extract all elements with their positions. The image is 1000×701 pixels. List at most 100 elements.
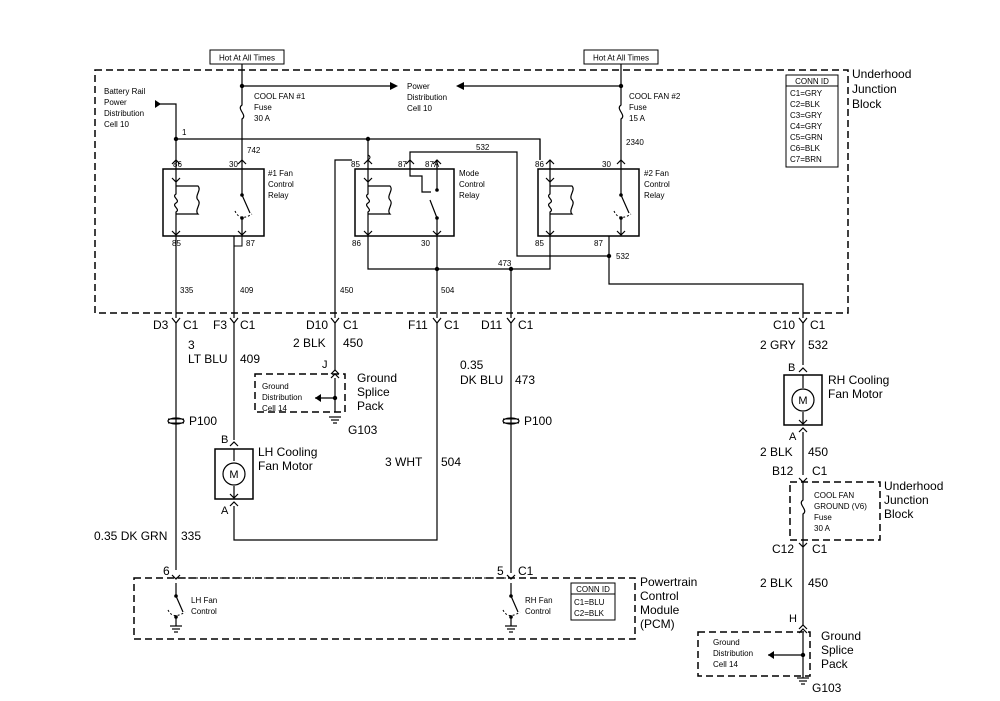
svg-text:85: 85 bbox=[351, 160, 360, 169]
svg-text:Control: Control bbox=[525, 607, 551, 616]
svg-text:C1: C1 bbox=[518, 564, 534, 578]
svg-text:C12: C12 bbox=[772, 542, 794, 556]
battery-rail-arrow-icon bbox=[155, 100, 161, 108]
battery-rail-label: Battery Rail Power Distribution Cell 10 bbox=[104, 87, 146, 129]
ujb-conn-id-table: CONN ID C1=GRY C2=BLK C3=GRY C4=GRY C5=G… bbox=[785, 74, 839, 168]
underhood-junction-block-lower-outline bbox=[789, 481, 881, 541]
cool-fan-2-fuse: COOL FAN #2 Fuse 15 A 2340 bbox=[618, 86, 681, 160]
svg-text:Block: Block bbox=[852, 97, 882, 111]
svg-text:LT BLU: LT BLU bbox=[188, 352, 228, 366]
ground-icon bbox=[329, 416, 341, 424]
svg-text:6: 6 bbox=[163, 564, 170, 578]
svg-text:15 A: 15 A bbox=[629, 114, 646, 123]
svg-text:0.35: 0.35 bbox=[460, 358, 484, 372]
svg-text:Junction: Junction bbox=[884, 493, 929, 507]
cool-fan-1-fuse: COOL FAN #1 Fuse 30 A 742 bbox=[239, 86, 306, 160]
svg-text:H: H bbox=[789, 613, 797, 625]
svg-text:Fan Motor: Fan Motor bbox=[258, 459, 313, 473]
svg-text:C10: C10 bbox=[773, 318, 795, 332]
svg-text:B: B bbox=[788, 362, 795, 374]
svg-text:Splice: Splice bbox=[357, 385, 390, 399]
wire-label-409: 3 LT BLU 409 bbox=[188, 338, 260, 366]
svg-text:409: 409 bbox=[240, 286, 254, 295]
svg-text:G103: G103 bbox=[812, 681, 842, 695]
svg-text:0.35 DK GRN: 0.35 DK GRN bbox=[94, 529, 167, 543]
svg-text:#2 Fan: #2 Fan bbox=[644, 169, 669, 178]
svg-text:D3: D3 bbox=[153, 318, 169, 332]
svg-text:C3=GRY: C3=GRY bbox=[790, 111, 823, 120]
svg-text:LH Fan: LH Fan bbox=[191, 596, 217, 605]
svg-text:Underhood: Underhood bbox=[884, 479, 943, 493]
svg-text:85: 85 bbox=[172, 239, 181, 248]
svg-text:CONN ID: CONN ID bbox=[795, 77, 829, 86]
svg-text:Pack: Pack bbox=[821, 657, 849, 671]
svg-text:Fuse: Fuse bbox=[254, 103, 272, 112]
svg-text:86: 86 bbox=[173, 160, 182, 169]
svg-text:335: 335 bbox=[181, 529, 201, 543]
svg-text:Powertrain: Powertrain bbox=[640, 575, 697, 589]
relay-1-fan-control: 86 30 85 87 #1 Fan Control Relay bbox=[162, 159, 294, 248]
underhood-junction-block-label: Underhood Junction Block bbox=[852, 67, 911, 111]
svg-text:473: 473 bbox=[498, 259, 512, 268]
svg-text:450: 450 bbox=[808, 576, 828, 590]
svg-text:LH Cooling: LH Cooling bbox=[258, 445, 317, 459]
ground-splice-pack-1-label: Ground Splice Pack bbox=[357, 371, 397, 413]
svg-text:(PCM): (PCM) bbox=[640, 617, 675, 631]
svg-text:Relay: Relay bbox=[268, 191, 288, 200]
svg-text:450: 450 bbox=[343, 336, 363, 350]
svg-text:CONN ID: CONN ID bbox=[576, 585, 610, 594]
ground-distribution-label-1: Ground Distribution Cell 14 bbox=[262, 382, 302, 413]
svg-text:Distribution: Distribution bbox=[262, 393, 302, 402]
svg-text:30: 30 bbox=[421, 239, 430, 248]
svg-text:C1=BLU: C1=BLU bbox=[574, 598, 605, 607]
cool-fan-ground-fuse: COOL FAN GROUND (V6) Fuse 30 A bbox=[800, 482, 867, 548]
svg-text:Distribution: Distribution bbox=[407, 93, 447, 102]
svg-text:Cell 14: Cell 14 bbox=[713, 660, 738, 669]
svg-text:C1: C1 bbox=[183, 318, 199, 332]
svg-text:30 A: 30 A bbox=[254, 114, 271, 123]
svg-text:COOL FAN #1: COOL FAN #1 bbox=[254, 92, 306, 101]
svg-text:C6=BLK: C6=BLK bbox=[790, 144, 821, 153]
svg-text:Distribution: Distribution bbox=[713, 649, 753, 658]
svg-text:Power: Power bbox=[407, 82, 430, 91]
rh-fan-control-switch: RH Fan Control bbox=[502, 583, 553, 633]
wire-label-532: 2 GRY 532 bbox=[760, 338, 828, 352]
svg-text:#1 Fan: #1 Fan bbox=[268, 169, 293, 178]
svg-text:J: J bbox=[322, 359, 328, 371]
svg-text:P100: P100 bbox=[189, 414, 217, 428]
svg-text:RH Cooling: RH Cooling bbox=[828, 373, 889, 387]
svg-text:Distribution: Distribution bbox=[104, 109, 144, 118]
svg-text:Junction: Junction bbox=[852, 82, 897, 96]
svg-text:Cell 10: Cell 10 bbox=[407, 104, 432, 113]
svg-text:2 BLK: 2 BLK bbox=[760, 445, 793, 459]
svg-text:A: A bbox=[789, 431, 797, 443]
p100-connector-left: P100 bbox=[167, 414, 217, 428]
rh-cooling-fan-motor: B M A RH Cooling Fan Motor bbox=[783, 362, 889, 443]
svg-text:Control: Control bbox=[640, 589, 679, 603]
svg-text:C7=BRN: C7=BRN bbox=[790, 155, 822, 164]
svg-text:C1: C1 bbox=[812, 464, 828, 478]
svg-text:B12: B12 bbox=[772, 464, 794, 478]
svg-text:RH Fan: RH Fan bbox=[525, 596, 553, 605]
svg-text:C1: C1 bbox=[518, 318, 534, 332]
hot-label-left: Hot At All Times bbox=[209, 49, 285, 65]
hot-label-right: Hot At All Times bbox=[583, 49, 659, 65]
svg-text:Hot At All Times: Hot At All Times bbox=[593, 54, 649, 63]
svg-text:Ground: Ground bbox=[713, 638, 740, 647]
svg-text:Control: Control bbox=[191, 607, 217, 616]
ground-splice-pack-2-outline bbox=[697, 631, 811, 677]
svg-text:G103: G103 bbox=[348, 423, 378, 437]
svg-text:Relay: Relay bbox=[644, 191, 664, 200]
svg-text:3 WHT: 3 WHT bbox=[385, 455, 423, 469]
svg-text:30: 30 bbox=[602, 160, 611, 169]
svg-text:C1: C1 bbox=[343, 318, 359, 332]
svg-text:Fuse: Fuse bbox=[814, 513, 832, 522]
svg-text:30 A: 30 A bbox=[814, 524, 831, 533]
mode-control-relay: 85 87 87A 86 30 Mode Control Relay bbox=[351, 159, 485, 248]
svg-text:C2=BLK: C2=BLK bbox=[790, 100, 821, 109]
svg-text:GROUND (V6): GROUND (V6) bbox=[814, 502, 867, 511]
svg-text:3: 3 bbox=[188, 338, 195, 352]
svg-text:COOL FAN #2: COOL FAN #2 bbox=[629, 92, 681, 101]
svg-text:409: 409 bbox=[240, 352, 260, 366]
underhood-junction-block-outline bbox=[94, 69, 849, 314]
